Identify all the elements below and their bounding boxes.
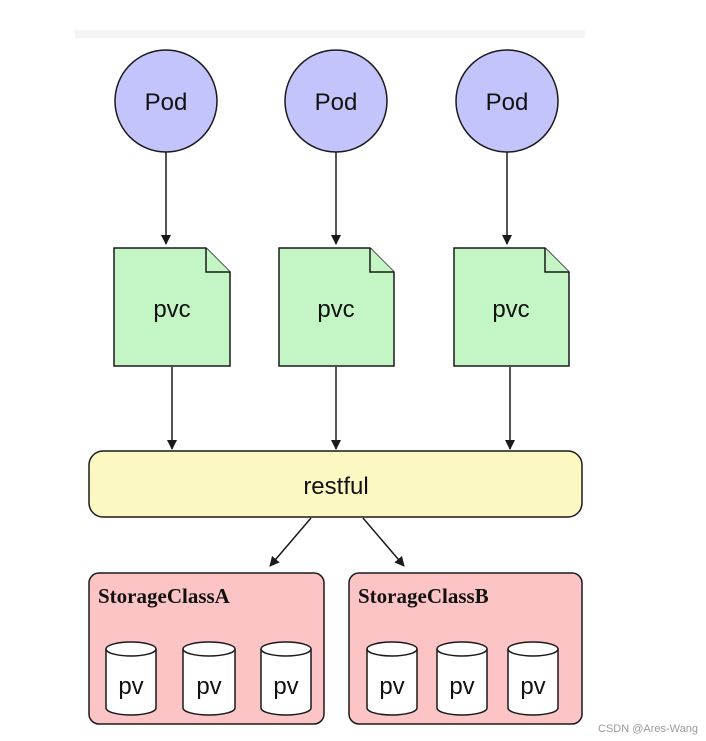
pv-cylinder-top <box>105 641 157 657</box>
storage-class-title: StorageClassA <box>98 584 231 608</box>
pv-label: pv <box>520 673 545 700</box>
pv-cylinder: pv <box>182 641 236 716</box>
pvc-node: pvc <box>113 247 231 367</box>
pvc-label: pvc <box>153 296 190 323</box>
storage-class-b: StorageClassB pv pv pv <box>348 572 583 725</box>
pv-cylinder-icon <box>105 649 157 716</box>
watermark-text: CSDN @Ares-Wang <box>598 723 698 735</box>
pv-cylinder: pv <box>260 641 312 716</box>
pvc-label: pvc <box>492 296 529 323</box>
pod-label: Pod <box>145 89 188 116</box>
pvc-node: pvc <box>453 247 570 367</box>
pv-label: pv <box>118 673 143 700</box>
connectors <box>161 152 515 567</box>
top-rule <box>75 30 585 38</box>
pv-cylinder-icon <box>436 649 488 716</box>
pv-cylinder: pv <box>105 641 157 716</box>
pod-node: Pod <box>114 49 218 153</box>
pv-cylinder-top <box>182 641 236 657</box>
arrow-restful-storageclassb <box>362 517 405 567</box>
pv-label: pv <box>196 673 221 700</box>
page-fold-icon <box>205 248 230 273</box>
pv-cylinder: pv <box>507 641 559 716</box>
pv-cylinder: pv <box>436 641 488 716</box>
pvc-node: pvc <box>278 247 395 367</box>
storage-class-a: StorageClassA pv pv pv <box>88 572 325 725</box>
pod-node: Pod <box>455 49 559 153</box>
storage-class-title: StorageClassB <box>358 584 489 608</box>
pod-node: Pod <box>284 49 388 153</box>
pod-circle <box>455 49 559 153</box>
pv-cylinder-icon <box>366 649 418 716</box>
pod-label: Pod <box>315 89 358 116</box>
pv-cylinder-top <box>366 641 418 657</box>
pv-cylinder-icon <box>260 649 312 716</box>
restful-node: restful <box>88 450 583 518</box>
page-fold-icon <box>544 248 569 273</box>
restful-label: restful <box>303 473 368 500</box>
pv-cylinder: pv <box>366 641 418 716</box>
page-fold-icon <box>369 248 394 273</box>
pv-label: pv <box>273 673 298 700</box>
pod-label: Pod <box>486 89 529 116</box>
restful-box <box>88 450 583 518</box>
pv-cylinder-icon <box>182 649 236 716</box>
pvc-document-icon <box>453 247 570 367</box>
pvc-document-icon <box>278 247 395 367</box>
pv-cylinder-top <box>507 641 559 657</box>
pv-cylinder-icon <box>507 649 559 716</box>
pvc-document-icon <box>113 247 231 367</box>
pv-cylinder-top <box>436 641 488 657</box>
pv-cylinder-top <box>260 641 312 657</box>
pod-circle <box>284 49 388 153</box>
pv-label: pv <box>379 673 404 700</box>
pv-label: pv <box>449 673 474 700</box>
pvc-label: pvc <box>317 296 354 323</box>
arrow-restful-storageclassa <box>269 517 312 567</box>
pod-circle <box>114 49 218 153</box>
